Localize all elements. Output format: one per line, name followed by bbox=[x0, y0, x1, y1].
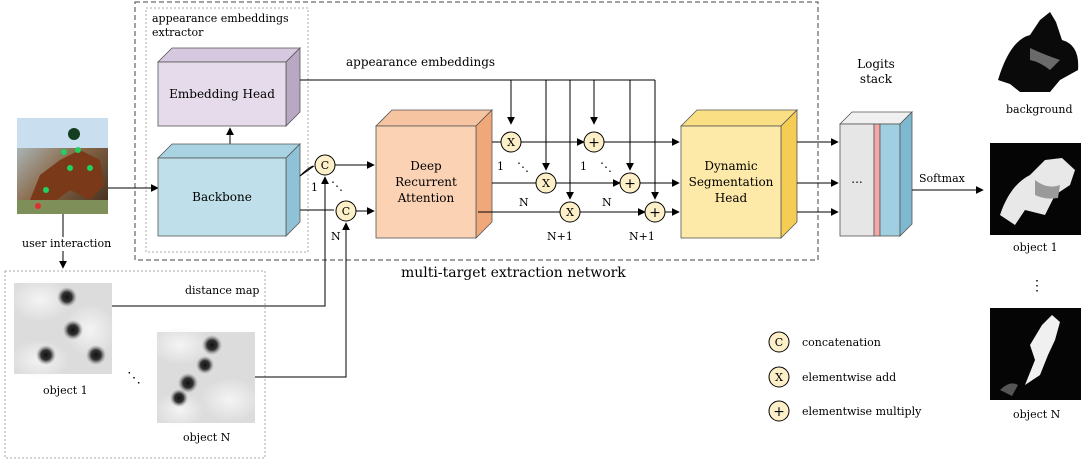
concat-idx-1: 1 bbox=[311, 181, 318, 194]
add-op-N bbox=[619, 172, 641, 194]
logits-ellipsis: ... bbox=[851, 172, 862, 186]
legend-concat-text: concatenation bbox=[802, 336, 881, 349]
output-dots: ⋮ bbox=[1030, 278, 1044, 294]
network-dashed-box bbox=[134, 1, 819, 261]
mul-idx-N: N bbox=[519, 196, 529, 209]
mul-dots: ⋱ bbox=[517, 160, 529, 174]
legend-add-symbol bbox=[768, 366, 790, 388]
embedding-head-label: Embedding Head bbox=[169, 87, 275, 101]
add-op-N1-symbol: + bbox=[649, 205, 661, 221]
mul-idx-1: 1 bbox=[497, 160, 504, 173]
embedding-head-block: Embedding Head bbox=[157, 47, 301, 127]
seg-head-label-2: Segmentation bbox=[689, 175, 774, 189]
add-idx-N: N bbox=[602, 196, 612, 209]
add-op-N1 bbox=[644, 201, 666, 223]
add-op-1-symbol: + bbox=[588, 135, 600, 151]
attention-block: Deep Recurrent Attention bbox=[375, 109, 493, 239]
add-dots: ⋱ bbox=[600, 160, 612, 174]
appearance-embeddings-label: appearance embeddings bbox=[346, 55, 495, 69]
attention-label-3: Attention bbox=[397, 191, 455, 205]
add-op-1 bbox=[583, 131, 605, 153]
output-object1-mask bbox=[990, 143, 1081, 235]
logits-label-1: Logits bbox=[857, 57, 895, 71]
output-objectN-mask bbox=[990, 308, 1081, 400]
mul-op-N-symbol: X bbox=[542, 177, 550, 190]
distance-map-label: distance map bbox=[185, 284, 259, 297]
interaction-dotted-box bbox=[4, 270, 266, 459]
backbone-label: Backbone bbox=[192, 190, 252, 204]
distance-map-N bbox=[150, 325, 260, 428]
legend-concat-symbol bbox=[768, 331, 790, 353]
add-op-N-symbol: + bbox=[624, 176, 636, 192]
legend-mul-symbol bbox=[768, 400, 790, 422]
distance-map-N-label: object N bbox=[183, 431, 231, 444]
softmax-label: Softmax bbox=[919, 172, 966, 185]
extractor-label-2: extractor bbox=[152, 26, 204, 39]
legend-mul-glyph: + bbox=[773, 404, 785, 420]
logits-stack: ... bbox=[839, 111, 913, 237]
legend-concat-glyph: C bbox=[775, 336, 783, 349]
mul-op-1-symbol: X bbox=[507, 136, 515, 149]
seg-head-block: Dynamic Segmentation Head bbox=[680, 109, 798, 239]
mul-op-1 bbox=[500, 131, 522, 153]
mul-op-N1 bbox=[559, 201, 581, 223]
distance-map-dots: ⋱ bbox=[127, 370, 141, 386]
attention-label-1: Deep bbox=[410, 159, 442, 173]
input-photo bbox=[17, 118, 108, 214]
add-idx-1: 1 bbox=[580, 160, 587, 173]
add-idx-N1: N+1 bbox=[629, 230, 655, 243]
concat-dots: ⋱ bbox=[331, 179, 343, 193]
legend: C concatenation X elementwise add + elem… bbox=[768, 331, 922, 422]
output-background-mask bbox=[990, 3, 1081, 95]
output-object1-label: object 1 bbox=[1013, 241, 1058, 254]
distance-map-1 bbox=[10, 278, 116, 380]
legend-add-text: elementwise add bbox=[802, 371, 896, 384]
mul-op-N bbox=[535, 172, 557, 194]
seg-head-label-1: Dynamic bbox=[704, 159, 758, 173]
logits-label-2: stack bbox=[860, 72, 893, 86]
concat-idx-N: N bbox=[331, 230, 341, 243]
backbone-block: Backbone bbox=[157, 143, 301, 237]
concat-op-N-symbol: C bbox=[342, 205, 350, 218]
mul-op-N1-symbol: X bbox=[566, 206, 574, 219]
output-objectN-label: object N bbox=[1013, 408, 1061, 421]
network-label: multi-target extraction network bbox=[401, 265, 626, 281]
seg-head-label-3: Head bbox=[715, 191, 748, 205]
attention-label-2: Recurrent bbox=[395, 175, 457, 189]
output-background-label: background bbox=[1006, 103, 1073, 116]
extractor-dotted-box bbox=[145, 7, 309, 253]
distance-map-1-label: object 1 bbox=[43, 384, 88, 397]
legend-mul-text: elementwise multiply bbox=[802, 405, 922, 418]
user-interaction-text: user interaction bbox=[22, 237, 111, 250]
extractor-label-1: appearance embeddings bbox=[152, 12, 289, 25]
mul-idx-N1: N+1 bbox=[547, 230, 573, 243]
legend-add-glyph: X bbox=[775, 371, 783, 384]
concat-op-1-symbol: C bbox=[321, 159, 329, 172]
